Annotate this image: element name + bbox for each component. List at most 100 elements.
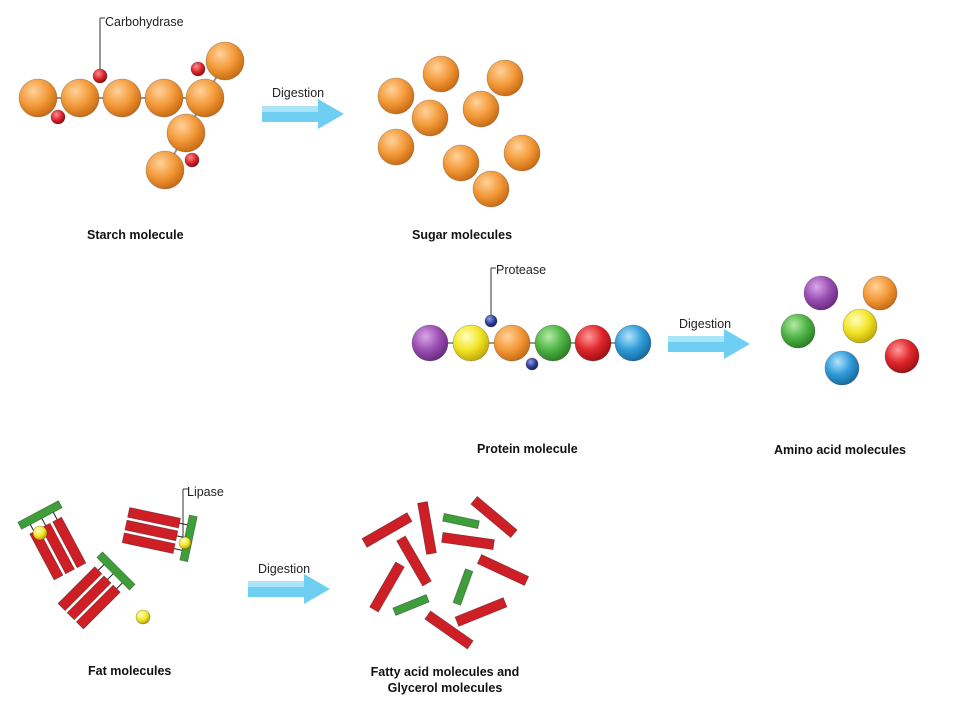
sugar-molecule	[486, 59, 524, 97]
carbohydrase-label: Carbohydrase	[105, 15, 184, 29]
protein-amino-unit	[574, 324, 612, 362]
fatty-acid-caption: Fatty acid molecules and Glycerol molecu…	[360, 664, 530, 696]
fatty-acid-molecule	[417, 501, 437, 555]
fatty-acid-molecule-rect	[369, 561, 405, 613]
starch-digestion-arrow-highlight	[262, 106, 318, 112]
molecule-shapes	[17, 41, 920, 650]
starch-glucose-unit	[205, 41, 245, 81]
fat-digestion-arrow-shape	[248, 574, 330, 604]
starch-caption: Starch molecule	[87, 228, 184, 242]
starch-glucose-unit	[185, 78, 225, 118]
glycerol-molecule	[442, 512, 480, 530]
amino-acid-molecule	[780, 313, 816, 349]
sugar-molecule	[503, 134, 541, 172]
sugar-molecule	[442, 144, 480, 182]
fatty-acid-molecule-rect	[476, 553, 530, 587]
glycerol-molecule-rect	[442, 512, 480, 530]
amino-acid-molecule	[824, 350, 860, 386]
carbohydrase-enzyme	[50, 109, 66, 125]
fatty-acid-molecule	[396, 535, 432, 587]
amino-acid-molecule	[803, 275, 839, 311]
sugar-caption: Sugar molecules	[412, 228, 513, 242]
fatty-acid-chain	[57, 566, 103, 612]
ester-link	[173, 548, 183, 551]
ester-link	[179, 522, 188, 526]
fatty-acid-caption-line1: Fatty acid molecules and	[370, 665, 520, 679]
ester-link	[97, 564, 105, 571]
fatty-acid-molecule-rect	[396, 535, 432, 587]
sugar-molecule	[411, 99, 449, 137]
sugar-molecule	[377, 77, 415, 115]
protein-amino-unit	[452, 324, 490, 362]
protease-label: Protease	[496, 263, 547, 277]
glycerol-molecule-rect	[392, 594, 430, 616]
amino-acid-caption: Amino acid molecules	[774, 443, 906, 457]
starch-glucose-unit	[166, 113, 206, 153]
carbohydrase-enzyme	[184, 152, 200, 168]
protein-digestion-arrow	[668, 329, 750, 359]
amino-acid-molecule	[842, 308, 878, 344]
fatty-acid-chain	[124, 519, 179, 542]
sugar-molecule	[377, 128, 415, 166]
protein-amino-unit	[534, 324, 572, 362]
fat-digestion-arrow-highlight	[248, 581, 304, 587]
fat-molecule-2	[121, 506, 198, 563]
protein-caption: Protein molecule	[477, 442, 578, 456]
protease-enzyme	[484, 314, 498, 328]
protease-enzyme	[525, 357, 539, 371]
fatty-acid-molecule	[369, 561, 405, 613]
carbohydrase-enzyme	[92, 68, 108, 84]
fatty-acid-molecule	[361, 512, 413, 548]
ester-link	[107, 573, 114, 580]
glycerol-molecule	[452, 568, 474, 606]
ester-link	[116, 582, 123, 590]
lipase-label: Lipase	[187, 485, 224, 499]
protein-amino-unit	[411, 324, 449, 362]
fatty-acid-molecule	[441, 531, 495, 551]
starch-glucose-unit	[102, 78, 142, 118]
starch-digestion-label: Digestion	[272, 86, 325, 100]
fatty-acid-molecule	[424, 610, 474, 650]
fatty-acid-chain	[40, 522, 75, 575]
sugar-molecule	[422, 55, 460, 93]
fatty-acid-chain	[66, 575, 112, 621]
protein-digestion-arrow-highlight	[668, 336, 724, 342]
ester-link	[41, 518, 47, 526]
fatty-acid-chain	[75, 584, 121, 630]
fatty-acid-molecule	[454, 597, 508, 627]
protein-digestion-arrow-shape	[668, 329, 750, 359]
starch-digestion-arrow	[262, 99, 344, 129]
fatty-acid-caption-line2: Glycerol molecules	[387, 681, 503, 695]
fatty-acid-molecule-rect	[417, 501, 437, 555]
fatty-acid-chain	[127, 506, 182, 529]
amino-acid-molecule	[884, 338, 920, 374]
fatty-acid-molecule-rect	[470, 495, 518, 539]
glycerol-molecule	[392, 594, 430, 616]
sugar-molecule	[462, 90, 500, 128]
fatty-acid-molecule	[470, 495, 518, 539]
ester-link	[52, 512, 58, 520]
starch-glucose-unit	[144, 78, 184, 118]
fat-digestion-arrow	[248, 574, 330, 604]
starch-glucose-unit	[18, 78, 58, 118]
protein-amino-unit	[493, 324, 531, 362]
protein-digestion-label: Digestion	[679, 317, 732, 331]
sugar-molecule	[472, 170, 510, 208]
lipase-enzyme	[135, 609, 151, 625]
fatty-acid-molecule	[476, 553, 530, 587]
starch-glucose-unit	[145, 150, 185, 190]
fat-caption: Fat molecules	[88, 664, 172, 678]
fatty-acid-molecule-rect	[361, 512, 413, 548]
starch-digestion-arrow-shape	[262, 99, 344, 129]
lipase-enzyme	[178, 536, 192, 550]
carbohydrase-enzyme	[190, 61, 206, 77]
fat-molecule-1	[17, 500, 87, 581]
fat-molecule-3	[57, 551, 136, 630]
glycerol-molecule-rect	[452, 568, 474, 606]
protein-amino-unit	[614, 324, 652, 362]
fatty-acid-molecule-rect	[441, 531, 495, 551]
digestion-arrows	[248, 99, 750, 604]
fatty-acid-molecule-rect	[454, 597, 508, 627]
starch-glucose-unit	[60, 78, 100, 118]
